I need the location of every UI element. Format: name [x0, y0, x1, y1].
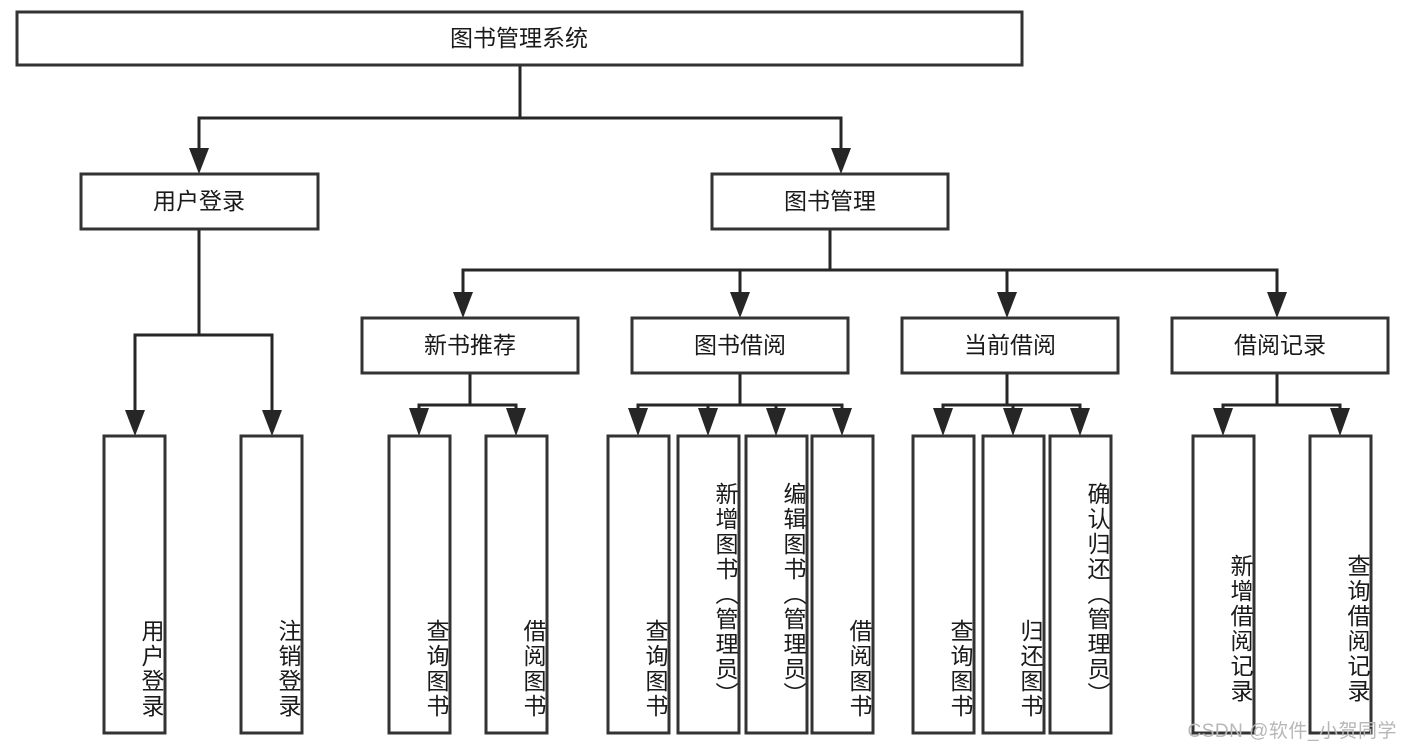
leaf-box-layer: [102, 434, 1373, 735]
node-borrow-record-box[interactable]: [1170, 316, 1390, 375]
arrow-leaf-bb-query: [628, 408, 648, 436]
leaf-box-cb-return[interactable]: [981, 434, 1046, 735]
leaf-box-br-query[interactable]: [1308, 434, 1373, 735]
arrow-leaf-br-query: [1330, 408, 1350, 436]
node-root[interactable]: 图书管理系统: [15, 10, 1024, 67]
arrow-leaf-cb-confirm: [1070, 408, 1090, 436]
node-root-box[interactable]: [15, 10, 1024, 67]
node-current-borrow-box[interactable]: [900, 316, 1120, 375]
leaf-box-cb-query[interactable]: [911, 434, 976, 735]
node-new-book-recommend-box[interactable]: [360, 316, 580, 375]
node-user-login-label: 用户登录: [153, 188, 245, 214]
arrow-leaf-bb-edit: [766, 408, 786, 436]
arrow-leaf-bb-borrow: [832, 408, 852, 436]
node-book-management-box[interactable]: [710, 172, 950, 231]
node-root-label: 图书管理系统: [450, 25, 588, 51]
node-borrow-record[interactable]: 借阅记录: [1170, 316, 1390, 375]
leaf-box-newbook-borrow[interactable]: [484, 434, 549, 735]
leaf-box-cb-confirm[interactable]: [1048, 434, 1113, 735]
leaf-box-newbook-query[interactable]: [387, 434, 452, 735]
arrow-to-current-borrow: [997, 292, 1017, 318]
node-book-borrow[interactable]: 图书借阅: [630, 316, 850, 375]
leaf-box-bb-borrow[interactable]: [810, 434, 875, 735]
node-current-borrow-label: 当前借阅: [964, 332, 1056, 358]
node-user-login-box[interactable]: [79, 172, 320, 231]
arrow-leaf-cb-return: [1003, 408, 1023, 436]
arrow-to-user-login: [189, 148, 209, 174]
arrow-to-book-borrow: [730, 292, 750, 318]
node-new-book-recommend-label: 新书推荐: [424, 332, 516, 358]
node-book-borrow-box[interactable]: [630, 316, 850, 375]
arrow-leaf-newbook-borrow: [506, 408, 526, 436]
arrow-leaf-br-add: [1213, 408, 1233, 436]
node-user-login[interactable]: 用户登录: [79, 172, 320, 231]
arrow-to-borrow-record: [1267, 292, 1287, 318]
arrow-leaf-cb-query: [933, 408, 953, 436]
node-book-borrow-label: 图书借阅: [694, 332, 786, 358]
node-book-management[interactable]: 图书管理: [710, 172, 950, 231]
leaf-box-logout[interactable]: [239, 434, 304, 735]
arrow-to-book-mgmt: [831, 148, 851, 174]
connector-layer: [125, 63, 1350, 436]
leaf-box-bb-query[interactable]: [606, 434, 671, 735]
node-borrow-record-label: 借阅记录: [1234, 332, 1326, 358]
leaf-box-br-add[interactable]: [1191, 434, 1256, 735]
leaf-box-user-login[interactable]: [102, 434, 167, 735]
arrow-leaf-user-login: [125, 410, 145, 436]
leaf-box-bb-add[interactable]: [676, 434, 741, 735]
arrow-to-new-book-rec: [453, 292, 473, 318]
leaf-box-bb-edit[interactable]: [744, 434, 809, 735]
arrow-leaf-bb-add: [698, 408, 718, 436]
csdn-watermark: CSDN @软件_小贺同学: [1187, 721, 1397, 742]
arrow-leaf-newbook-query: [409, 408, 429, 436]
node-new-book-recommend[interactable]: 新书推荐: [360, 316, 580, 375]
arrow-leaf-logout: [262, 410, 282, 436]
node-book-management-label: 图书管理: [784, 188, 876, 214]
node-current-borrow[interactable]: 当前借阅: [900, 316, 1120, 375]
